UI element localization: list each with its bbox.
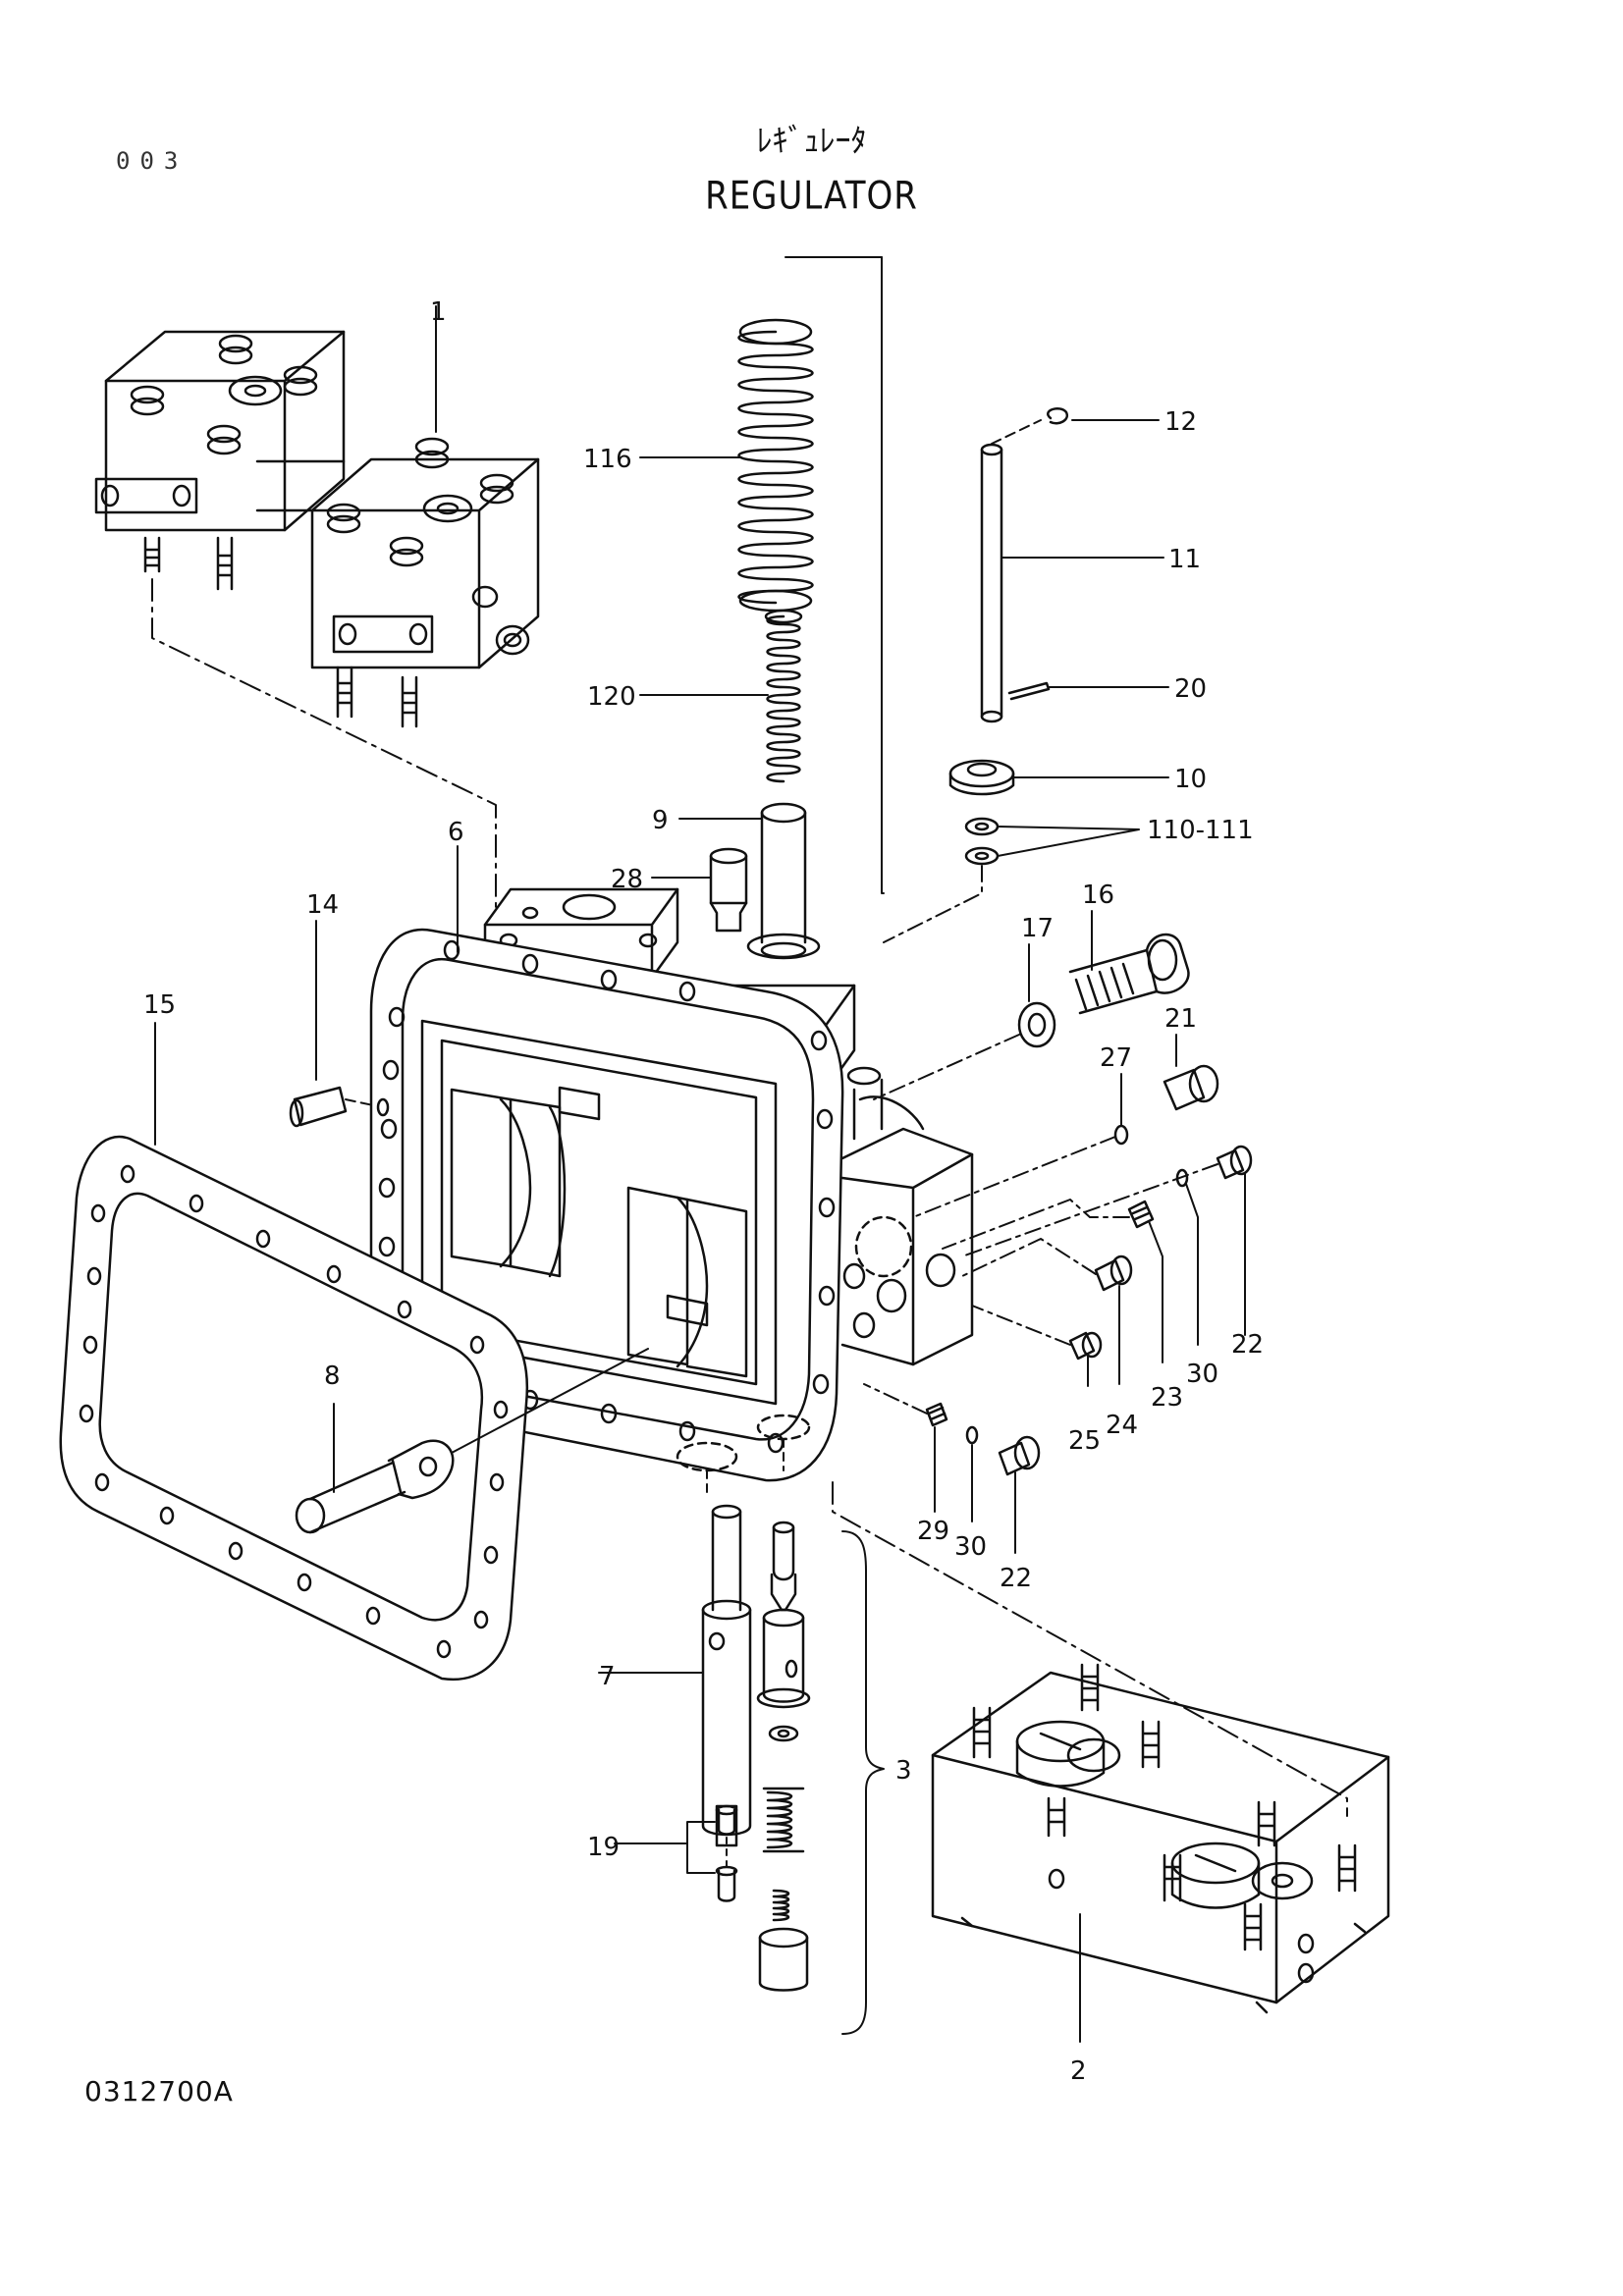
callout-3: 3	[895, 1756, 912, 1786]
callout-2: 2	[1070, 2056, 1087, 2086]
callout-8: 8	[324, 1362, 341, 1391]
part-oring-27	[912, 1073, 1129, 1218]
part-valve-assy-3	[756, 1521, 885, 2035]
part-plug-21	[1163, 1034, 1219, 1111]
part-washer-17	[873, 943, 1056, 1100]
part-lower-block-2	[832, 1481, 1390, 2043]
part-spool-7	[598, 1504, 752, 1874]
callout-20: 20	[1174, 674, 1207, 704]
callout-9: 9	[652, 806, 669, 835]
part-spring-116	[639, 318, 814, 613]
part-plug-23	[942, 1199, 1163, 1363]
callout-23: 23	[1151, 1383, 1183, 1413]
callout-10: 10	[1174, 765, 1207, 794]
callout-22-upper: 22	[1231, 1330, 1264, 1360]
callout-11: 11	[1168, 545, 1201, 574]
callout-1: 1	[430, 297, 447, 327]
part-plug-24	[961, 1238, 1133, 1385]
callout-30-lower: 30	[954, 1532, 987, 1562]
part-spring-120	[639, 256, 885, 894]
part-pilot-valve-block	[94, 305, 540, 922]
callout-30-upper: 30	[1186, 1360, 1218, 1389]
callout-25: 25	[1068, 1426, 1101, 1456]
page-title: REGULATOR	[705, 174, 918, 219]
part-oring-30-upper	[1175, 1168, 1199, 1346]
callout-6: 6	[448, 818, 464, 847]
part-oring-30-lower	[965, 1425, 979, 1522]
part-plug-22-lower	[998, 1435, 1041, 1554]
callout-27: 27	[1100, 1043, 1132, 1073]
part-sleeve-9	[678, 802, 821, 960]
callout-7: 7	[599, 1662, 616, 1691]
part-plug-22-upper	[961, 1145, 1253, 1336]
callout-110-111: 110-111	[1147, 816, 1254, 845]
callout-28: 28	[611, 865, 643, 894]
callout-120: 120	[587, 682, 636, 712]
callout-labels: 1 116 12 11 120 20 10 9 110-111 6 28 14 …	[143, 297, 1264, 2086]
callout-21: 21	[1164, 1004, 1197, 1034]
callout-17: 17	[1021, 914, 1054, 943]
part-plug-28	[651, 847, 748, 933]
part-screw-16	[1068, 910, 1190, 1015]
part-plug-25	[971, 1305, 1103, 1387]
callout-16: 16	[1082, 881, 1114, 910]
callout-19: 19	[587, 1833, 620, 1862]
drawing-code: 0312700A	[84, 2075, 234, 2108]
part-stopper-19	[614, 1804, 738, 1902]
part-pin-14	[289, 920, 390, 1128]
callout-14: 14	[306, 890, 339, 920]
part-gasket-15	[59, 1022, 529, 1682]
callout-15: 15	[143, 990, 176, 1020]
callout-22-lower: 22	[1000, 1564, 1032, 1593]
callout-116: 116	[583, 445, 632, 474]
callout-24: 24	[1106, 1411, 1138, 1440]
title-japanese: ﾚｷﾞｭﾚｰﾀ	[756, 122, 867, 159]
callout-29: 29	[917, 1517, 949, 1546]
part-rod-11	[883, 407, 1169, 943]
page-number: 003	[116, 147, 189, 175]
part-feedback-pin-8	[295, 1348, 649, 1534]
callout-12: 12	[1164, 407, 1197, 437]
part-plug-29	[863, 1383, 948, 1513]
